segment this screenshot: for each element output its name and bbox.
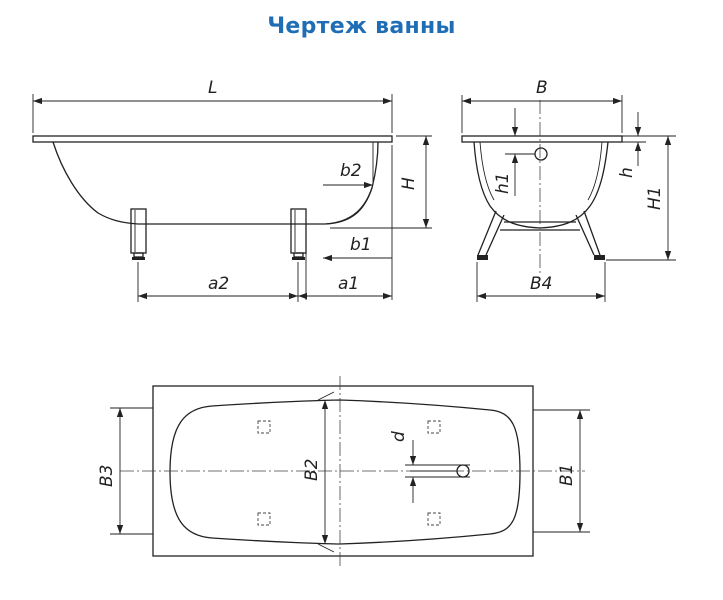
label-h1: h1 <box>493 172 513 194</box>
label-B3: B3 <box>97 465 117 487</box>
top-view: B3 B2 d B1 <box>97 376 590 566</box>
side-tub-body <box>52 141 379 225</box>
label-d: d <box>389 431 409 442</box>
label-H: H <box>399 177 419 190</box>
front-inner-line-left <box>479 141 495 201</box>
label-B4: B4 <box>530 274 552 294</box>
front-rim <box>461 135 623 143</box>
front-drain-circle <box>534 147 548 161</box>
front-view: B h1 h H1 B4 <box>461 78 676 302</box>
label-a1: a1 <box>338 274 359 294</box>
label-b2: b2 <box>340 161 362 181</box>
side-leg-left <box>130 208 147 260</box>
label-B: B <box>536 78 548 98</box>
top-inner-basin <box>169 399 521 545</box>
label-B2: B2 <box>302 459 322 481</box>
side-rim <box>32 135 393 143</box>
label-H1: H1 <box>645 186 665 210</box>
front-leg-frame <box>477 210 605 260</box>
front-inner-line-right <box>587 141 603 201</box>
side-view: L H b2 b1 a2 a1 <box>32 78 432 302</box>
side-inner-line <box>324 183 374 225</box>
top-leg-footprint-4 <box>427 512 441 526</box>
top-leg-footprint-1 <box>257 420 271 434</box>
side-leg-right <box>290 208 307 260</box>
label-b1: b1 <box>350 235 372 255</box>
top-leg-footprint-2 <box>257 512 271 526</box>
label-a2: a2 <box>208 274 229 294</box>
label-L: L <box>208 78 217 98</box>
dim-B2-tick-bottom <box>317 543 335 553</box>
page-title: Чертеж ванны <box>267 14 456 39</box>
label-B1: B1 <box>557 464 577 486</box>
dim-B2-tick-top <box>317 391 335 401</box>
top-leg-footprint-3 <box>427 420 441 434</box>
label-h: h <box>617 167 637 178</box>
